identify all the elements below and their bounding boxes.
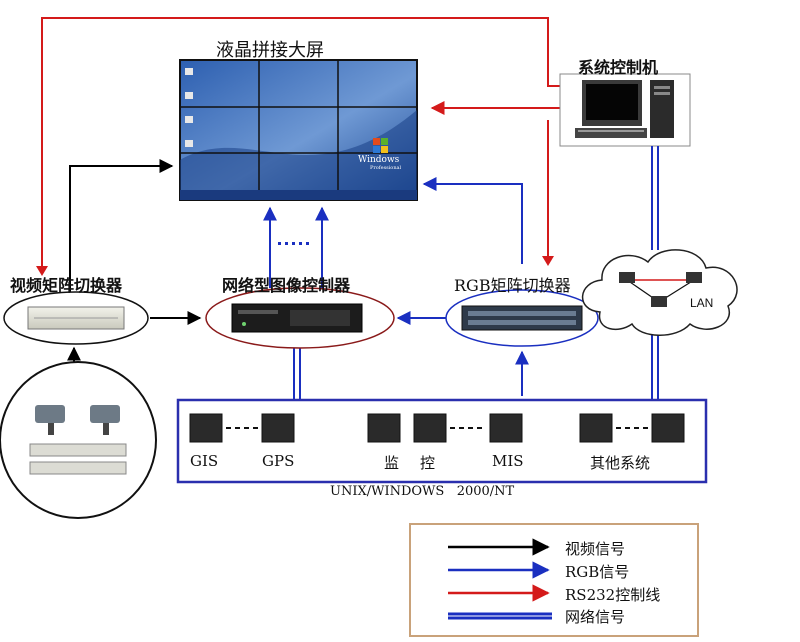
- windows-logo-text: Windows: [358, 155, 400, 165]
- legend-panel: [409, 523, 699, 637]
- label-rgb-matrix: RGB矩阵切换器: [454, 276, 571, 295]
- workstation-monitors: [189, 413, 685, 443]
- windows-logo-subtext: Professional: [370, 165, 402, 171]
- legend-label-rs232: RS232控制线: [565, 586, 661, 604]
- label-network-image-controller: 网络型图像控制器: [222, 276, 351, 295]
- rgb-matrix-node: [445, 289, 599, 347]
- label-gps: GPS: [262, 452, 295, 470]
- red-arrowhead-left: [36, 266, 48, 276]
- dots-between-arrows: [278, 242, 309, 245]
- video-matrix-node: [3, 291, 149, 345]
- camera-cluster: [0, 361, 157, 519]
- rgb-signal-lines: [263, 177, 529, 396]
- label-control-pc: 系统控制机: [578, 58, 659, 77]
- control-pc-icon: [559, 73, 691, 147]
- label-mis: MIS: [492, 452, 524, 470]
- legend-label-network: 网络信号: [565, 608, 626, 626]
- red-arrowhead-lower: [542, 256, 554, 266]
- label-monitor-b: 控: [420, 454, 436, 472]
- lcd-video-wall: Windows Professional: [179, 59, 418, 201]
- label-os: UNIX/WINDOWS 2000/NT: [330, 484, 515, 499]
- network-image-controller-node: [205, 287, 395, 349]
- label-lan: LAN: [690, 296, 714, 310]
- rs232-lines: [41, 17, 562, 272]
- title-lcd-wall: 液晶拼接大屏: [216, 40, 324, 61]
- label-gis: GIS: [190, 452, 219, 470]
- legend-label-video: 视频信号: [565, 540, 626, 558]
- lan-cloud: [581, 249, 738, 336]
- label-monitor-a: 监: [384, 454, 400, 472]
- label-video-matrix: 视频矩阵切换器: [10, 276, 123, 295]
- label-other-systems: 其他系统: [590, 454, 651, 472]
- legend-label-rgb: RGB信号: [565, 563, 630, 581]
